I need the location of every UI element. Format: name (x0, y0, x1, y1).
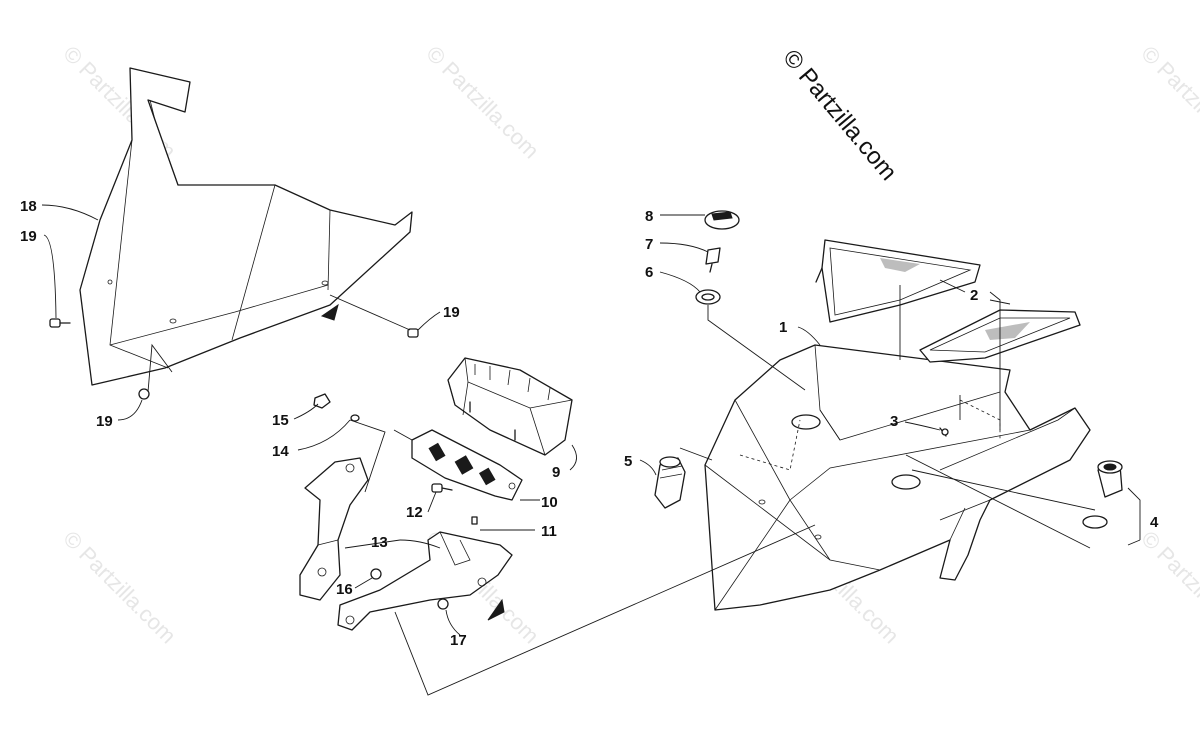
callout-7: 7 (645, 236, 653, 253)
callout-1: 1 (779, 319, 787, 336)
callout-16: 16 (336, 581, 353, 598)
callout-6: 6 (645, 264, 653, 281)
callout-19-right: 19 (443, 304, 460, 321)
callout-2: 2 (970, 287, 978, 304)
callout-3: 3 (890, 413, 898, 430)
nut-11 (471, 516, 478, 525)
screw-19-right (407, 328, 419, 338)
callout-4: 4 (1150, 514, 1159, 531)
watermarks: © Partzilla.com © Partzilla.com © Partzi… (58, 41, 1200, 649)
screw-3 (939, 427, 949, 437)
callout-10: 10 (541, 494, 558, 511)
screw-19-left (49, 318, 71, 328)
callout-19-bottom: 19 (96, 413, 113, 430)
headlight-lens-upper (815, 239, 981, 323)
switch-5 (654, 456, 686, 509)
callout-14: 14 (272, 443, 289, 460)
speedometer-gauge (447, 357, 573, 456)
mounting-bracket (299, 457, 513, 631)
callout-19-upper-left: 19 (20, 228, 37, 245)
callout-15: 15 (272, 412, 289, 429)
callout-13: 13 (371, 534, 388, 551)
watermark: © Partzilla.com (1136, 526, 1200, 649)
watermark: © Partzilla.com (58, 526, 181, 649)
windshield (79, 67, 413, 386)
callout-18: 18 (20, 198, 37, 215)
callout-9: 9 (552, 464, 560, 481)
screw-17 (437, 598, 449, 610)
hood (704, 344, 1091, 611)
screw-19-bottom (138, 388, 150, 400)
watermark: © Partzilla.com (421, 41, 544, 164)
callout-17: 17 (450, 632, 467, 649)
callout-12: 12 (406, 504, 423, 521)
key-7 (705, 247, 721, 273)
callout-5: 5 (624, 453, 632, 470)
washer-14 (350, 414, 360, 422)
callouts: 1 2 3 4 5 6 7 8 9 10 11 12 13 14 15 16 1… (20, 198, 1159, 649)
gauge-bracket (411, 429, 523, 501)
power-outlet-4 (1082, 460, 1123, 529)
copyright-text: © Partzilla.com (777, 45, 902, 186)
screw-16 (370, 568, 382, 580)
ignition-cap-8 (704, 210, 740, 230)
callout-11: 11 (541, 523, 557, 540)
callout-8: 8 (645, 208, 653, 225)
bolt-12 (431, 483, 453, 493)
ignition-nut-6 (695, 289, 721, 305)
watermark: © Partzilla.com (1136, 41, 1200, 164)
leader-lines (41, 204, 1141, 696)
